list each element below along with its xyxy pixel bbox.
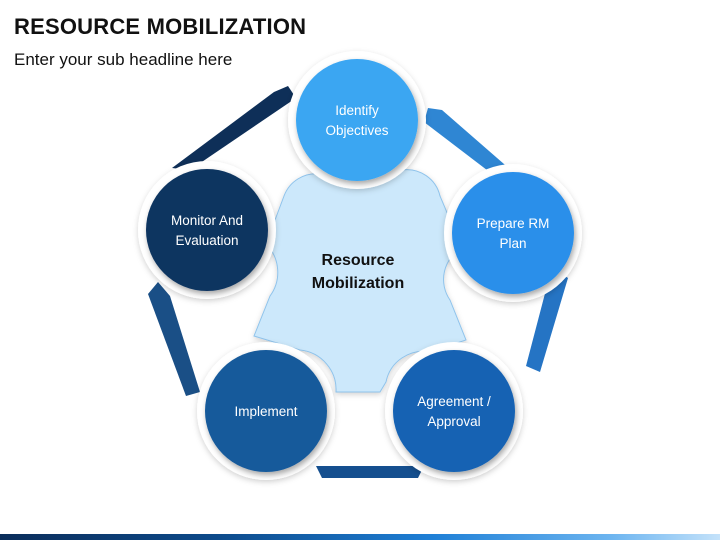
- node-label-line2: Objectives: [325, 123, 388, 138]
- slide-subtitle: Enter your sub headline here: [14, 50, 233, 69]
- node-monitor-and-evaluation[interactable]: Monitor And Evaluation: [146, 169, 268, 291]
- slide-title: RESOURCE MOBILIZATION: [14, 14, 307, 39]
- connector-identify-to-prepare: [424, 108, 520, 180]
- node-label-line2: Plan: [499, 236, 526, 251]
- node-label-line2: Evaluation: [175, 233, 238, 248]
- connector-group: [148, 86, 568, 478]
- connector-agreement-to-implement: [316, 466, 424, 478]
- footer-gradient-bar: [0, 534, 720, 540]
- node-circle[interactable]: [296, 59, 418, 181]
- node-circle[interactable]: [205, 350, 327, 472]
- node-identify-objectives[interactable]: Identify Objectives: [296, 59, 418, 181]
- node-label-line1: Monitor And: [171, 213, 243, 228]
- node-implement[interactable]: Implement: [205, 350, 327, 472]
- node-prepare-rm-plan[interactable]: Prepare RM Plan: [452, 172, 574, 294]
- node-label-line1: Identify: [335, 103, 379, 118]
- node-circle[interactable]: [146, 169, 268, 291]
- center-label-line1: Resource: [322, 252, 395, 269]
- node-circle[interactable]: [452, 172, 574, 294]
- node-label-line2: Approval: [427, 414, 480, 429]
- center-label-line2: Mobilization: [312, 275, 404, 292]
- connector-monitor-to-identify: [172, 86, 296, 170]
- node-label-line1: Agreement /: [417, 394, 491, 409]
- node-agreement-approval[interactable]: Agreement / Approval: [393, 350, 515, 472]
- connector-implement-to-monitor: [148, 282, 200, 396]
- node-circle[interactable]: [393, 350, 515, 472]
- node-label-line1: Prepare RM: [477, 216, 550, 231]
- node-label-line1: Implement: [234, 404, 297, 419]
- connector-prepare-to-agreement: [526, 270, 568, 372]
